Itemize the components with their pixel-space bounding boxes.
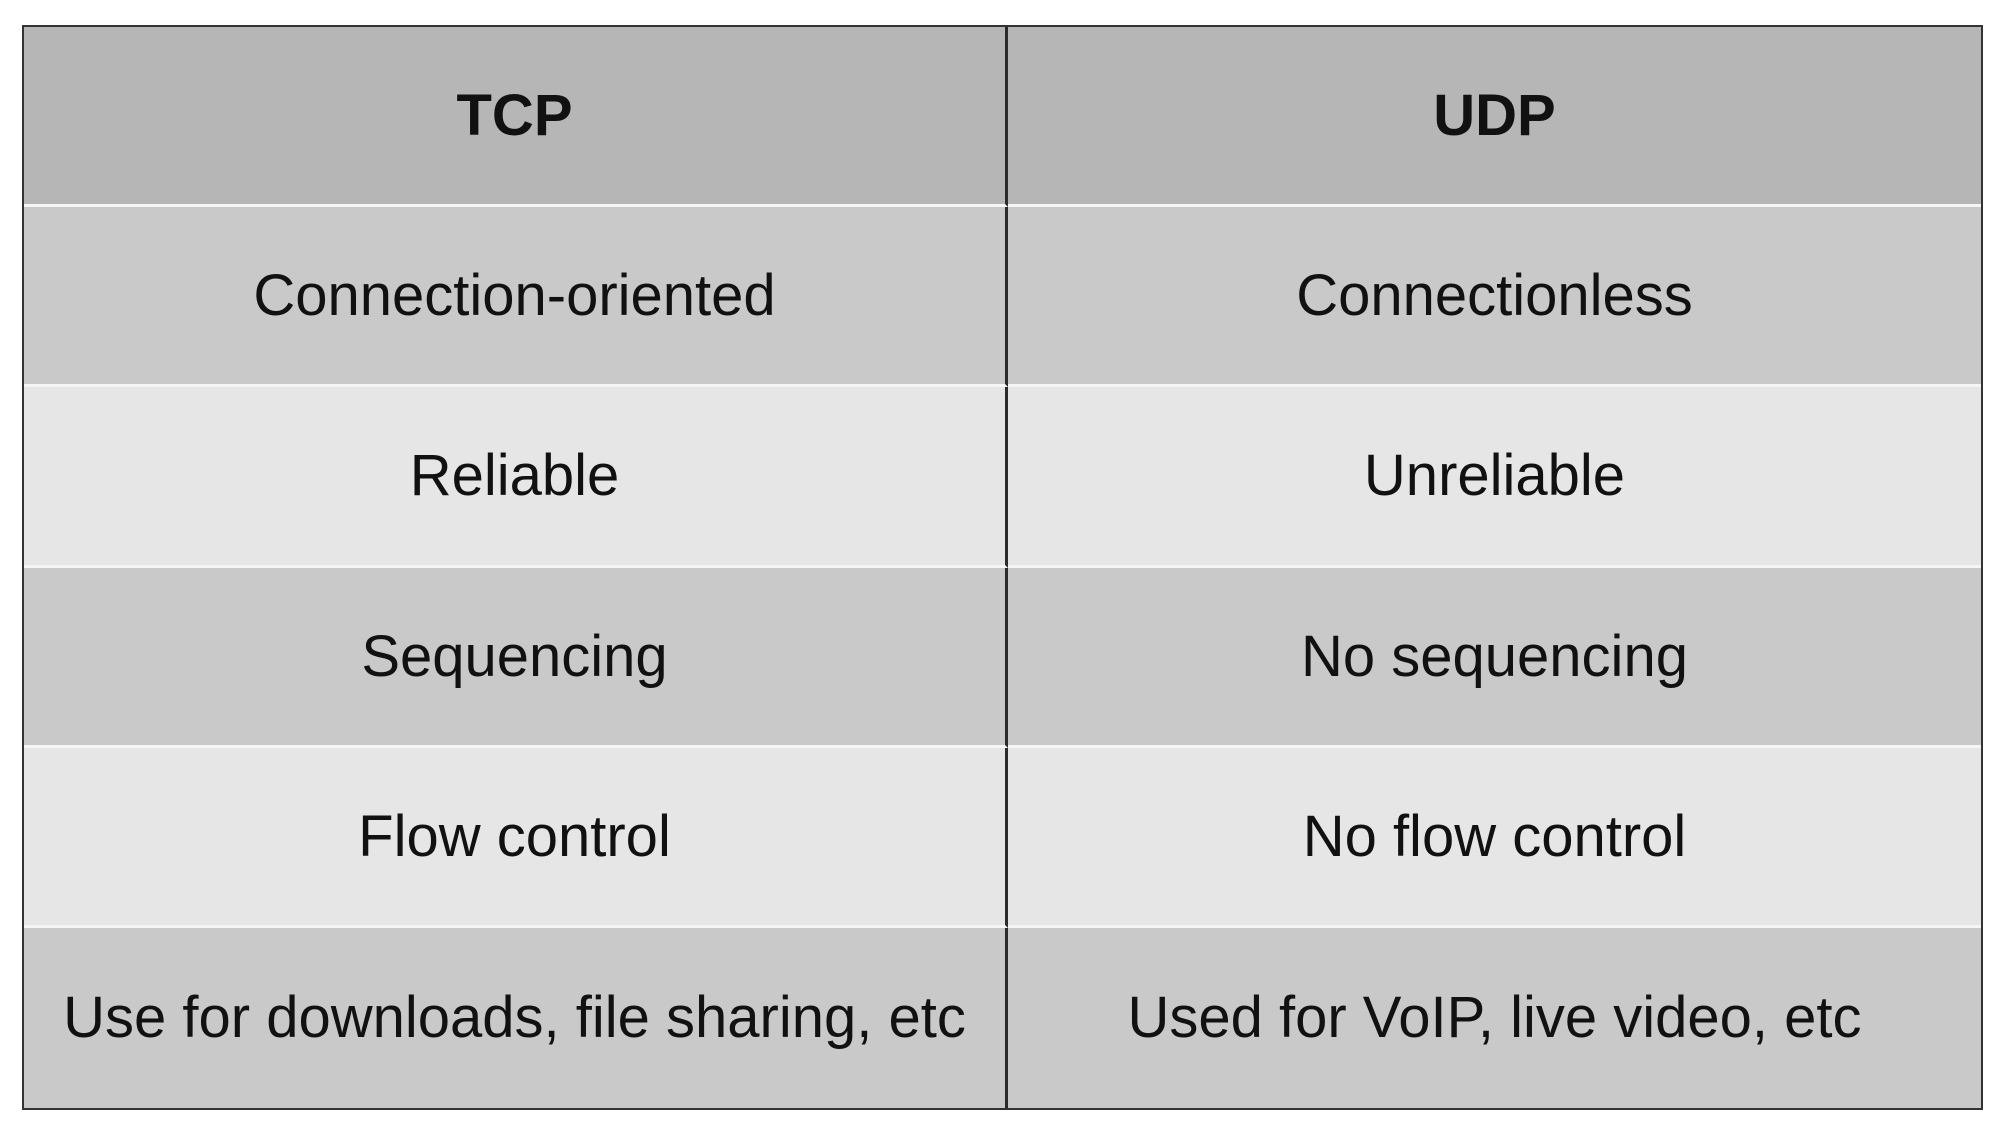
tcp-udp-comparison-table: TCP UDP Connection-oriented Connectionle… bbox=[22, 25, 1983, 1110]
udp-cell-use-cases: Used for VoIP, live video, etc bbox=[1008, 927, 1981, 1108]
tcp-cell-use-cases: Use for downloads, file sharing, etc bbox=[24, 927, 1008, 1108]
tcp-cell-sequencing: Sequencing bbox=[24, 567, 1008, 748]
tcp-cell-connection: Connection-oriented bbox=[24, 207, 1008, 388]
tcp-cell-reliability: Reliable bbox=[24, 387, 1008, 568]
column-header-tcp: TCP bbox=[24, 27, 1008, 208]
udp-cell-sequencing: No sequencing bbox=[1008, 567, 1981, 748]
udp-cell-reliability: Unreliable bbox=[1008, 387, 1981, 568]
udp-cell-flow-control: No flow control bbox=[1008, 747, 1981, 928]
udp-cell-connection: Connectionless bbox=[1008, 207, 1981, 388]
column-header-udp: UDP bbox=[1008, 27, 1981, 208]
tcp-cell-flow-control: Flow control bbox=[24, 747, 1008, 928]
